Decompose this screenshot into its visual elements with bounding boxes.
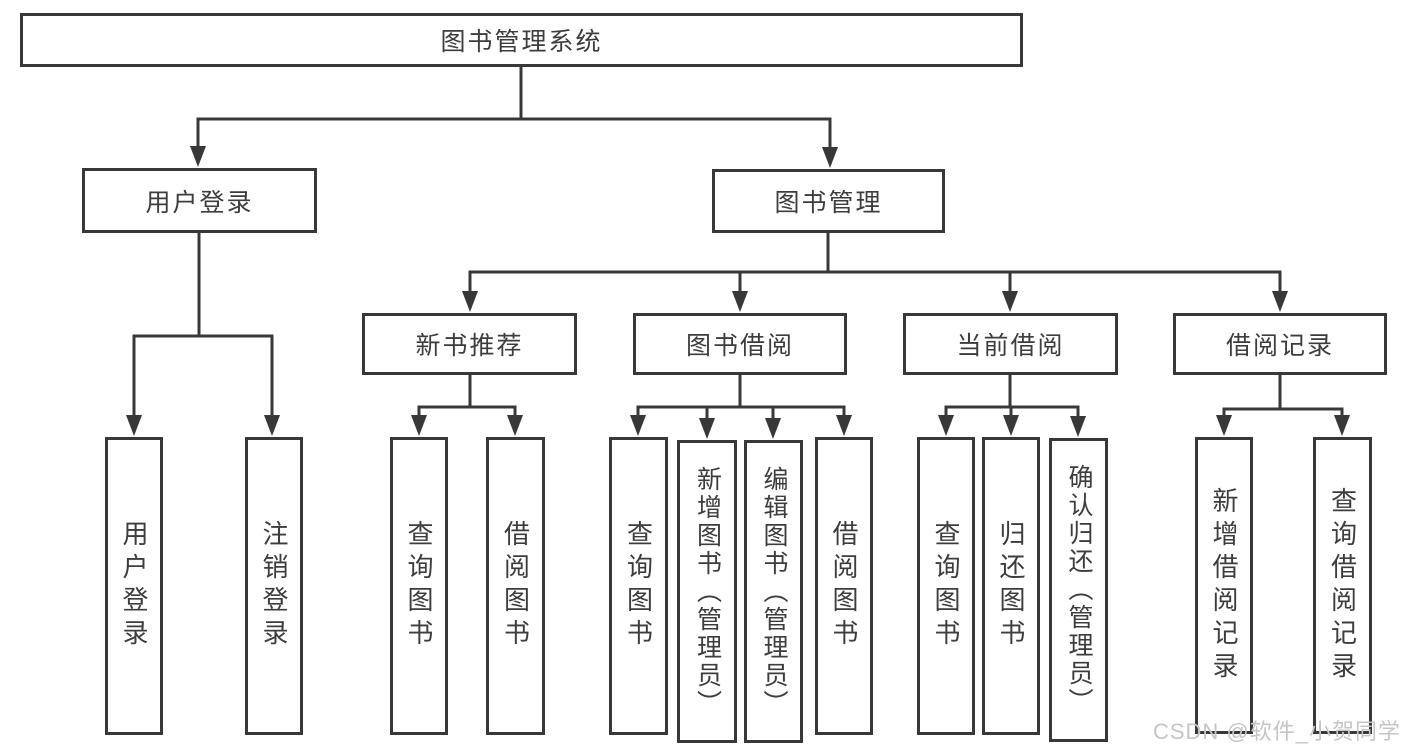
csdn-watermark: CSDN @软件_小贺同学	[1152, 719, 1401, 744]
leaf-borrow-edit-books-admin: 编辑图书（管理员）	[744, 440, 803, 743]
node-label: 编辑图书（管理员）	[760, 465, 788, 718]
node-borrow-records: 借阅记录	[1173, 313, 1387, 375]
node-label: 借阅记录	[1225, 332, 1334, 360]
leaf-logout: 注销登录	[245, 437, 303, 735]
node-label: 借阅图书	[829, 520, 859, 652]
node-label: 图书管理系统	[440, 28, 603, 56]
leaf-current-return-books: 归还图书	[982, 437, 1040, 735]
node-label: 确认归还（管理员）	[1065, 464, 1093, 716]
node-label: 借阅图书	[500, 520, 531, 652]
node-label: 归还图书	[996, 520, 1026, 652]
node-label: 用户登录	[145, 188, 254, 217]
node-label: 查询图书	[623, 520, 654, 652]
leaf-borrow-query-books: 查询图书	[609, 437, 668, 735]
node-label: 图书借阅	[685, 332, 794, 360]
node-label: 用户登录	[119, 520, 149, 652]
leaf-records-query-record: 查询借阅记录	[1313, 437, 1372, 734]
node-label: 查询图书	[404, 520, 434, 652]
node-label: 新增图书（管理员）	[693, 465, 722, 718]
node-label: 注销登录	[259, 520, 289, 652]
node-label: 查询借阅记录	[1327, 486, 1358, 685]
node-label: 图书管理	[774, 189, 883, 217]
leaf-current-query-books: 查询图书	[917, 437, 975, 735]
node-label: 查询图书	[931, 520, 961, 652]
node-label: 新增借阅记录	[1209, 486, 1239, 685]
leaf-current-confirm-return-admin: 确认归还（管理员）	[1049, 438, 1108, 742]
node-root-library-system: 图书管理系统	[20, 13, 1023, 67]
node-book-management: 图书管理	[712, 169, 945, 233]
leaf-records-add-record: 新增借阅记录	[1195, 437, 1253, 734]
node-label: 新书推荐	[415, 332, 524, 360]
node-new-book-recommend: 新书推荐	[362, 313, 577, 375]
leaf-recommend-query-books: 查询图书	[390, 437, 448, 735]
node-current-borrow: 当前借阅	[903, 313, 1118, 375]
node-user-login: 用户登录	[82, 168, 317, 233]
leaf-recommend-borrow-books: 借阅图书	[486, 437, 545, 735]
node-book-borrow: 图书借阅	[633, 313, 847, 375]
node-label: 当前借阅	[956, 332, 1065, 360]
leaf-borrow-add-books-admin: 新增图书（管理员）	[677, 440, 737, 743]
leaf-borrow-borrow-books: 借阅图书	[815, 437, 873, 735]
leaf-user-login: 用户登录	[105, 437, 163, 735]
